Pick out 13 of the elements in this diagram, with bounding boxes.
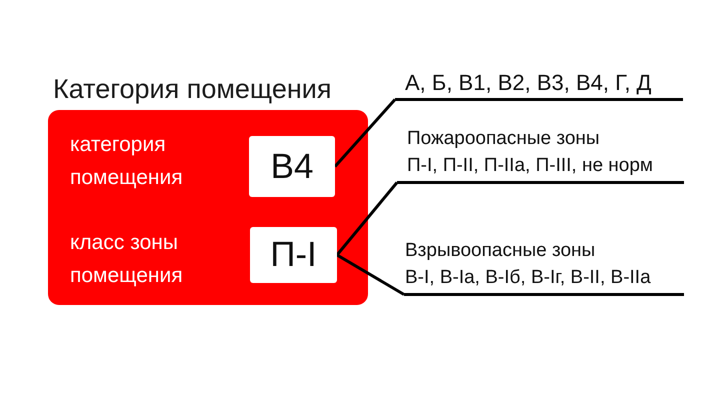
field-label: категория помещения	[70, 132, 184, 191]
connector-line	[336, 254, 405, 296]
zone-list: В-I, В-Iа, В-Iб, В-Iг, В-II, В-IIа	[405, 264, 651, 291]
panel-heading: Категория помещения	[53, 73, 332, 106]
zone-heading: Взрывоопасные зоны	[405, 239, 596, 263]
connector-line	[334, 98, 396, 168]
zone-heading: Пожароопасные зоны	[407, 127, 600, 151]
value-display: П-I	[250, 227, 337, 283]
value-display: В4	[249, 136, 335, 197]
category-list: А, Б, В1, В2, В3, В4, Г, Д	[405, 70, 652, 96]
field-label: класс зоны помещения	[70, 230, 184, 289]
zone-list: П-I, П-II, П-IIа, П-III, не норм	[407, 152, 653, 179]
connector-line	[336, 182, 398, 256]
